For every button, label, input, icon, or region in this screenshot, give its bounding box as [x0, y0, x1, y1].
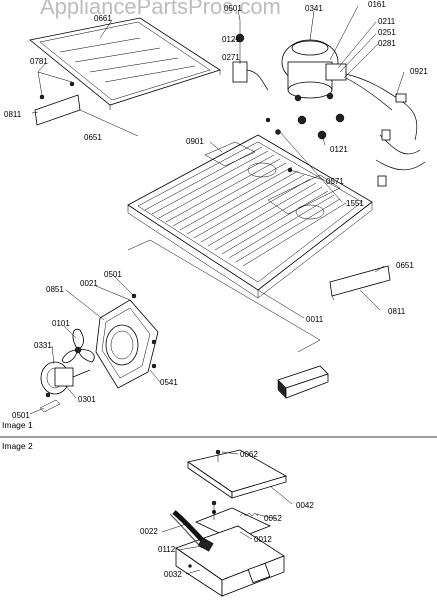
label-0042: 0042 — [296, 501, 314, 510]
label-0811-right: 0811 — [388, 307, 406, 316]
fan-blade-0101 — [61, 328, 95, 364]
drain-pan-0661 — [29, 17, 221, 110]
leader-lines — [29, 5, 405, 415]
image1-caption: Image 1 — [2, 420, 33, 430]
label-0501-top: 0501 — [224, 4, 242, 13]
left-bracket-0811 — [34, 71, 81, 126]
image2-group: Image 2 — [2, 441, 314, 597]
label-0921: 0921 — [410, 67, 428, 76]
label-0012: 0012 — [254, 535, 272, 544]
label-0211: 0211 — [378, 17, 396, 26]
cover-0042 — [187, 449, 288, 499]
watermark-text: AppliancePartsPros.com — [40, 0, 281, 19]
label-0651-left: 0651 — [84, 133, 102, 142]
image2-caption: Image 2 — [2, 441, 33, 451]
label-1551: 1551 — [346, 199, 364, 208]
image1-group: 0501 0341 0161 0211 0251 0281 0661 0121 … — [2, 0, 428, 430]
label-0571: 0571 — [326, 177, 344, 186]
label-0331: 0331 — [34, 341, 52, 350]
label-0052: 0052 — [264, 514, 282, 523]
label-0301: 0301 — [78, 395, 96, 404]
right-bracket-0811 — [329, 265, 391, 301]
label-0501-mid: 0501 — [104, 270, 122, 279]
compressor-0341 — [281, 39, 347, 140]
condenser-base-0011 — [127, 117, 373, 299]
label-0021: 0021 — [80, 279, 98, 288]
label-0271: 0271 — [222, 53, 240, 62]
label-0851: 0851 — [46, 285, 64, 294]
label-0901: 0901 — [186, 137, 204, 146]
image2-leader-lines — [161, 451, 293, 575]
label-0112: 0112 — [158, 545, 176, 554]
wiring-harness-0921 — [345, 73, 426, 187]
fan-shroud-0851 — [95, 293, 159, 389]
label-0651-right: 0651 — [396, 261, 414, 270]
label-0251: 0251 — [378, 28, 396, 37]
label-0661: 0661 — [94, 14, 112, 23]
label-0811-left: 0811 — [4, 110, 22, 119]
label-0781: 0781 — [30, 57, 48, 66]
label-0101: 0101 — [52, 319, 70, 328]
label-0161: 0161 — [368, 0, 386, 9]
label-0011: 0011 — [306, 315, 324, 324]
label-0032: 0032 — [164, 570, 182, 579]
label-0501-bot: 0501 — [12, 411, 30, 420]
label-0121-mid: 0121 — [330, 145, 348, 154]
label-0541: 0541 — [160, 378, 178, 387]
label-0062: 0062 — [240, 450, 258, 459]
label-0121-top: 0121 — [222, 35, 240, 44]
fan-motor-0301 — [39, 361, 91, 413]
control-board-0012 — [194, 500, 272, 541]
label-0281: 0281 — [378, 39, 396, 48]
wire-harness-0022 — [169, 510, 214, 552]
connector-block — [277, 365, 329, 399]
label-0341: 0341 — [305, 4, 323, 13]
label-0022: 0022 — [140, 527, 158, 536]
